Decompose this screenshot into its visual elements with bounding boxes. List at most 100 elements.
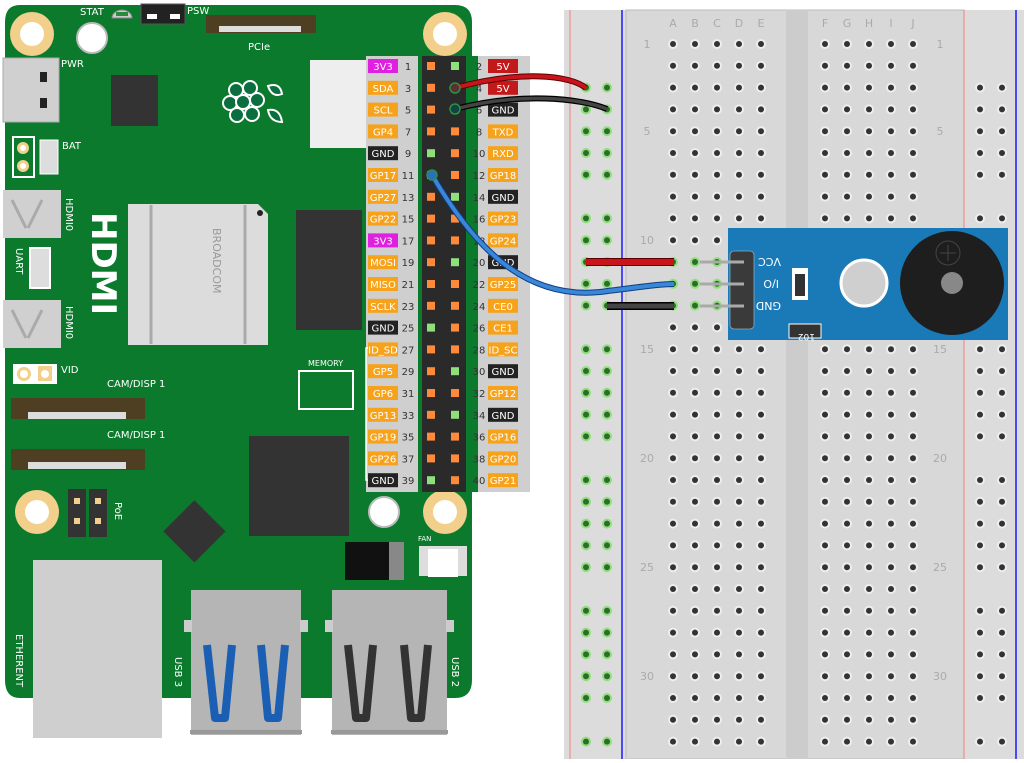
gpio-pin[interactable] xyxy=(427,280,435,288)
breadboard-hole-core xyxy=(670,607,676,614)
gpio-pin[interactable] xyxy=(427,454,435,463)
gpio-pin[interactable] xyxy=(451,432,459,441)
breadboard-hole-core xyxy=(692,84,698,91)
buzzer-module[interactable]: VCC I/O GND 102 xyxy=(700,228,1008,341)
breadboard-hole-core xyxy=(844,738,850,745)
gpio-pin[interactable] xyxy=(451,258,459,267)
gpio-pin[interactable] xyxy=(451,323,459,332)
gpio-pin[interactable] xyxy=(451,171,459,179)
gpio-pin[interactable] xyxy=(451,280,459,288)
breadboard-hole-core xyxy=(844,150,850,156)
gpio-pin[interactable] xyxy=(451,454,459,463)
usb3-port xyxy=(184,590,308,735)
broadcom-label: BROADCOM xyxy=(210,228,223,293)
gpio-pin[interactable] xyxy=(427,389,435,397)
gpio-pin[interactable] xyxy=(451,236,459,245)
breadboard-hole-core xyxy=(714,150,720,156)
gpio-pin[interactable] xyxy=(427,258,435,267)
power-rail-hole-core xyxy=(604,433,610,440)
gpio-label-bg xyxy=(368,364,398,379)
gpio-label-bg xyxy=(488,451,518,466)
wire-signal-gp17[interactable] xyxy=(430,173,675,295)
breadboard-hole-core xyxy=(692,738,698,745)
gpio-pin[interactable] xyxy=(427,214,435,223)
gpio-pin[interactable] xyxy=(427,105,435,114)
breadboard-hole-core xyxy=(910,586,916,592)
gpio-pin[interactable] xyxy=(427,127,435,136)
gpio-pin[interactable] xyxy=(427,192,435,201)
gpio-pin-number: 24 xyxy=(473,302,486,313)
gpio-pin[interactable] xyxy=(451,214,459,223)
power-rail-hole-core xyxy=(999,520,1005,527)
gpio-pin[interactable] xyxy=(427,83,435,92)
gpio-pin[interactable] xyxy=(427,476,435,485)
gpio-label-bg xyxy=(488,342,518,357)
gpio-pin[interactable] xyxy=(451,192,459,201)
power-rail-hole-core xyxy=(977,368,983,374)
breadboard-hole-core xyxy=(758,520,764,527)
power-rail-hole-core xyxy=(583,477,589,483)
power-rail-hole-core xyxy=(604,237,610,244)
breadboard-hole-core xyxy=(736,128,742,135)
power-rail-hole-core xyxy=(583,695,589,701)
row-label: 20 xyxy=(933,452,947,465)
memory-outline xyxy=(298,370,354,410)
breadboard-hole-core xyxy=(692,716,698,723)
power-rail-hole-core xyxy=(977,673,983,680)
row-label: 5 xyxy=(644,125,651,138)
gpio-pin[interactable] xyxy=(451,149,459,158)
power-rail-hole-core xyxy=(977,389,983,396)
breadboard-hole-core xyxy=(910,62,916,69)
power-rail-hole-core xyxy=(583,215,589,222)
breadboard-hole-core xyxy=(714,41,720,47)
breadboard-hole-core xyxy=(758,84,764,91)
pcie-label: PCIe xyxy=(248,42,270,53)
breadboard-hole-core xyxy=(844,41,850,47)
gpio-pin[interactable] xyxy=(451,476,459,485)
gpio-pin[interactable] xyxy=(427,432,435,441)
gpio-pin[interactable] xyxy=(427,345,435,354)
gpio-pin[interactable] xyxy=(427,149,435,158)
gpio-pin-name: SDA xyxy=(373,84,394,95)
soc-dot xyxy=(257,210,263,216)
breadboard-hole-core xyxy=(736,738,742,745)
breadboard-hole-core xyxy=(758,150,764,156)
column-label: J xyxy=(910,17,914,30)
power-rail-hole-core xyxy=(999,477,1005,483)
power-rail-hole-core xyxy=(999,346,1005,353)
breadboard-hole-core xyxy=(736,498,742,505)
breadboard-hole-core xyxy=(888,455,894,462)
wire-5v[interactable] xyxy=(454,74,588,90)
gpio-pin[interactable] xyxy=(451,127,459,136)
gpio-pin[interactable] xyxy=(451,389,459,397)
breadboard-hole-core xyxy=(714,498,720,505)
gpio-pin-number: 29 xyxy=(402,367,415,378)
wire-gnd[interactable] xyxy=(454,96,608,111)
gpio-pin[interactable] xyxy=(427,323,435,332)
breadboard-hole-core xyxy=(692,280,698,287)
power-rail-hole-core xyxy=(604,171,610,178)
gpio-pin[interactable] xyxy=(427,367,435,376)
gpio-pin[interactable] xyxy=(427,301,435,310)
gpio-pin-number: 21 xyxy=(402,280,415,291)
poe-header-1 xyxy=(68,489,86,537)
gpio-pin[interactable] xyxy=(451,410,459,419)
gpio-pin[interactable] xyxy=(451,62,459,70)
breadboard-hole-core xyxy=(692,302,698,309)
breadboard-hole-core xyxy=(888,106,894,113)
gpio-pin[interactable] xyxy=(427,62,435,70)
gpio-pin[interactable] xyxy=(451,367,459,376)
breadboard-hole-core xyxy=(758,542,764,549)
power-rail-hole-core xyxy=(999,695,1005,701)
breadboard-hole-core xyxy=(670,237,676,244)
breadboard-hole-core xyxy=(714,62,720,69)
gpio-pin[interactable] xyxy=(427,236,435,245)
breadboard-hole-core xyxy=(714,411,720,418)
gpio-pin[interactable] xyxy=(451,301,459,310)
breadboard-hole-core xyxy=(736,106,742,113)
gpio-pin[interactable] xyxy=(427,410,435,419)
wifi-module xyxy=(310,60,368,148)
gpio-pin[interactable] xyxy=(451,345,459,354)
gpio-pin-name: GND xyxy=(372,324,395,335)
breadboard-hole-core xyxy=(670,171,676,178)
